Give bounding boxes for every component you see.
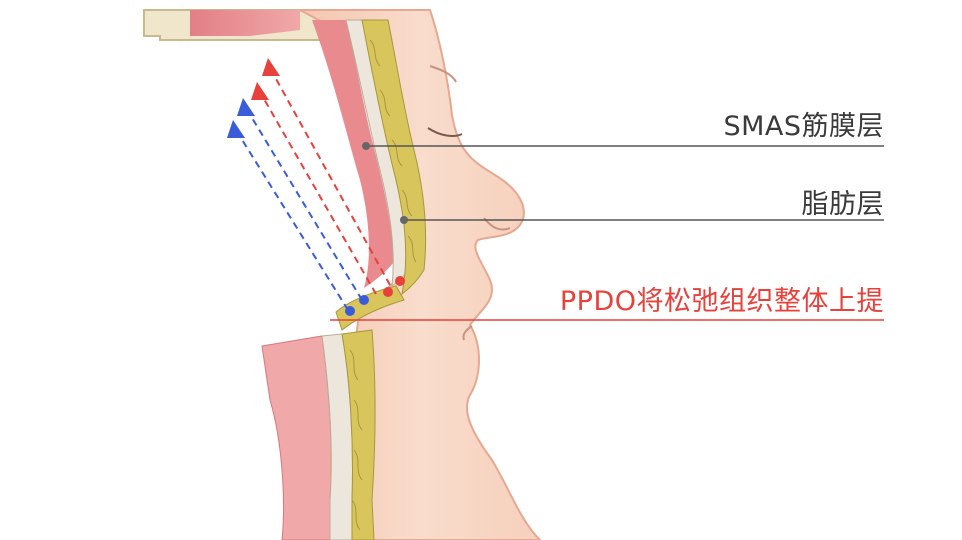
upper-muscle-layer [190, 10, 300, 36]
anchor-red-2-icon [383, 287, 393, 297]
lower-muscle-layer [261, 335, 332, 540]
arrowhead-blue-2-icon [227, 120, 245, 138]
mouth-line [462, 325, 473, 341]
fat-band-upper [361, 19, 427, 296]
thread-blue-2 [235, 129, 349, 311]
tissue-fold [335, 285, 405, 331]
thread-blue-1 [245, 107, 363, 301]
arrowhead-red-1-icon [262, 58, 280, 76]
deep-muscle-upper [312, 20, 394, 288]
eye-line [427, 127, 463, 137]
thread-red-2 [259, 91, 377, 295]
anchor-blue-2-icon [345, 306, 355, 316]
fat-cells-lower [349, 349, 363, 531]
arrowhead-red-2-icon [251, 82, 269, 100]
label-fat-layer: 脂肪层 [801, 189, 884, 220]
anchor-blue-1-icon [359, 295, 369, 305]
leader-fat-dot-icon [400, 216, 408, 224]
brow-line [429, 65, 457, 83]
thread-anchors [345, 276, 405, 316]
arrowhead-blue-1-icon [237, 98, 255, 116]
label-smas-layer: SMAS筋膜层 [723, 111, 884, 142]
ppdo-threads [235, 67, 391, 311]
label-ppdo-lift: PPDO将松弛组织整体上提 [559, 286, 884, 317]
fat-cells-upper [369, 39, 417, 263]
lower-fat-band [341, 329, 376, 540]
leader-smas-dot-icon [362, 142, 370, 150]
anchor-red-1-icon [395, 276, 405, 286]
thread-arrowheads [227, 58, 280, 138]
thread-red-1 [269, 67, 391, 286]
